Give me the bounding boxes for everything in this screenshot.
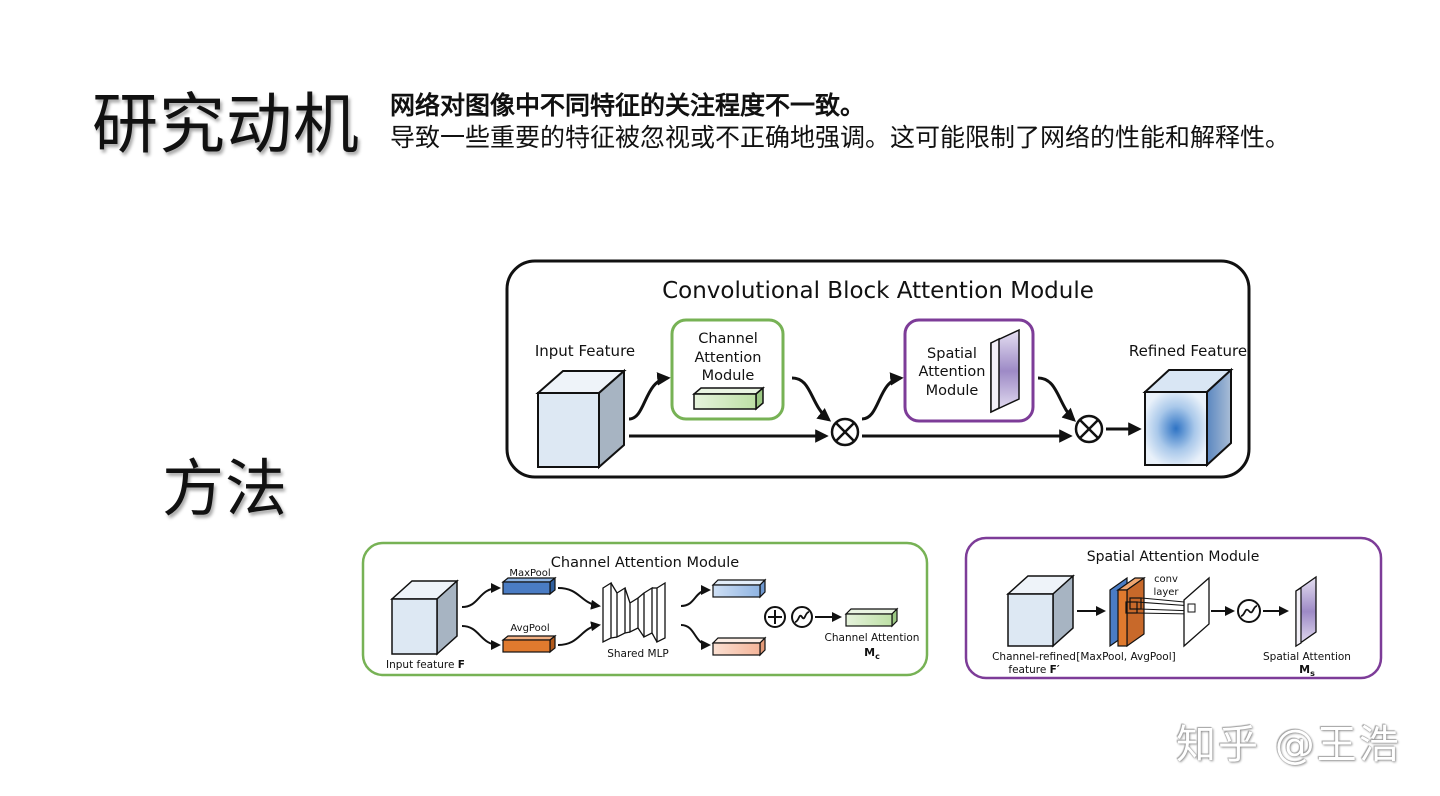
refined-feature-cube	[1142, 367, 1234, 468]
mlp-out-blue	[711, 578, 767, 599]
cbam-refined-label: Refined Feature	[1129, 342, 1247, 360]
channel-output-label: Channel Attention	[825, 632, 920, 644]
channel-output-m: M	[864, 646, 875, 659]
channel-input-text: Input feature	[386, 659, 454, 671]
channel-input-symbol: F	[458, 659, 465, 671]
spatial-attention-diagram: Spatial Attention Module Channel-refined…	[964, 536, 1383, 680]
cbam-frame	[505, 259, 1251, 479]
spatial-attention-slab	[990, 328, 1020, 414]
watermark: 知乎 @王浩	[1176, 722, 1401, 768]
motivation-line-1: 网络对图像中不同特征的关注程度不一致。	[390, 91, 866, 120]
input-feature-cube	[535, 368, 627, 470]
spatial-input-cube	[1006, 574, 1075, 648]
shared-mlp	[602, 581, 666, 644]
spatial-attention-output	[1295, 575, 1317, 648]
motivation-line-2: 导致一些重要的特征被忽视或不正确地强调。这可能限制了网络的性能和解释性。	[390, 123, 1291, 152]
cbam-flow-arrows	[628, 372, 1142, 443]
avgpool-label: AvgPool	[510, 623, 549, 634]
spatial-sigmoid-operator	[1237, 599, 1261, 623]
conv-layer-label-1: conv	[1154, 574, 1178, 585]
pooled-feature-maps	[1109, 576, 1146, 648]
channel-input-label: Input feature F	[386, 659, 465, 671]
channel-input-cube	[390, 579, 459, 656]
spatial-output-m: M	[1299, 663, 1310, 676]
channel-output-sub: c	[875, 652, 880, 661]
multiply-operator-1	[830, 417, 860, 447]
cbam-input-label: Input Feature	[535, 342, 635, 360]
cbam-title: Convolutional Block Attention Module	[662, 278, 1094, 304]
cbam-spatial-label-2: Attention	[919, 364, 986, 380]
spatial-input-label-2: feature F′	[1008, 664, 1059, 676]
cbam-channel-label-3: Module	[702, 368, 755, 384]
spatial-output-sub: s	[1310, 669, 1315, 678]
method-heading: 方法	[162, 452, 289, 525]
cbam-channel-label-2: Attention	[695, 350, 762, 366]
plus-operator	[764, 606, 786, 628]
spatial-input-label-1: Channel-refined	[992, 651, 1076, 663]
spatial-input-text: feature	[1008, 664, 1046, 676]
channel-attention-output	[844, 607, 899, 628]
shared-mlp-label: Shared MLP	[607, 648, 669, 660]
pool-label: [MaxPool, AvgPool]	[1076, 651, 1175, 663]
conv-layer-label-2: layer	[1153, 587, 1179, 598]
channel-attention-diagram: Channel Attention Module Input feature F…	[361, 541, 929, 677]
channel-arrows	[461, 583, 842, 650]
cbam-diagram: Convolutional Block Attention Module Inp…	[505, 259, 1251, 479]
cbam-spatial-label-1: Spatial	[927, 346, 977, 362]
multiply-operator-2	[1074, 414, 1104, 444]
spatial-title: Spatial Attention Module	[1087, 549, 1260, 565]
channel-attention-bar	[691, 386, 766, 411]
spatial-output-label: Spatial Attention	[1263, 651, 1351, 663]
channel-output-symbol: Mc	[864, 646, 880, 661]
avgpool-bar	[501, 634, 557, 654]
spatial-output-symbol: Ms	[1299, 663, 1315, 678]
spatial-input-symbol: F′	[1050, 664, 1060, 676]
motivation-heading: 研究动机	[92, 86, 360, 163]
cbam-channel-label-1: Channel	[698, 331, 758, 347]
mlp-out-orange	[711, 636, 767, 657]
maxpool-bar	[501, 576, 557, 596]
spatial-frame	[964, 536, 1383, 680]
maxpool-label: MaxPool	[509, 568, 550, 579]
cbam-spatial-label-3: Module	[926, 383, 979, 399]
channel-title: Channel Attention Module	[551, 555, 739, 571]
sigmoid-operator	[791, 606, 813, 628]
conv-output-map	[1183, 576, 1210, 648]
